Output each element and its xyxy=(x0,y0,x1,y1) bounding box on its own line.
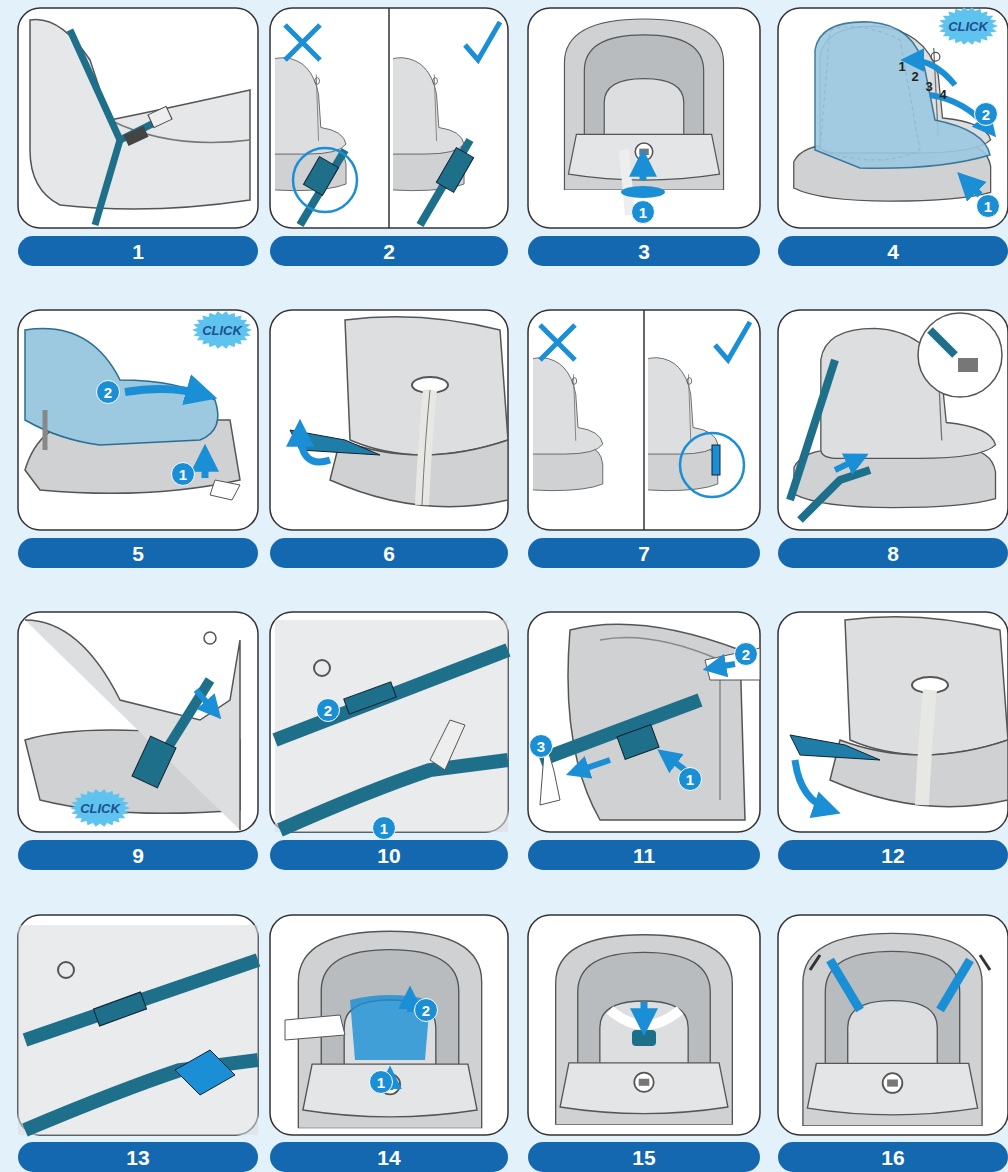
step-number: 13 xyxy=(126,1147,149,1168)
panel-lever-push xyxy=(790,617,1008,810)
panel-belt-closeup xyxy=(275,620,508,832)
step-number: 10 xyxy=(377,845,400,866)
panel-lock-check xyxy=(502,310,751,530)
callout-number: 2 xyxy=(96,380,120,404)
click-text: CLICK xyxy=(202,324,242,337)
step-number: 8 xyxy=(887,543,899,564)
panel-harness-release xyxy=(285,931,482,1128)
panel-lever-pull xyxy=(290,317,508,507)
step-number-band: 3 xyxy=(528,236,760,266)
step-number-band: 9 xyxy=(18,840,258,870)
callout-number: 1 xyxy=(678,767,702,791)
step-number-band: 10 xyxy=(270,840,508,870)
click-callout: CLICK xyxy=(69,788,131,828)
callout-number: 1 xyxy=(369,1070,393,1094)
step-number: 14 xyxy=(377,1147,400,1168)
callout-number: 3 xyxy=(529,734,553,758)
click-text: CLICK xyxy=(80,802,120,815)
step-number: 12 xyxy=(881,845,904,866)
click-callout: CLICK xyxy=(191,310,253,350)
panel-belt-route-check xyxy=(243,8,500,228)
step-number: 15 xyxy=(632,1147,655,1168)
step-number-band: 15 xyxy=(528,1142,760,1172)
step-number: 7 xyxy=(638,543,650,564)
step-number: 5 xyxy=(132,543,144,564)
step-number-band: 16 xyxy=(778,1142,1008,1172)
callout-number: 2 xyxy=(414,998,438,1022)
step-number: 16 xyxy=(881,1147,904,1168)
step-number: 11 xyxy=(633,845,655,866)
panel-belt-lock xyxy=(25,620,240,830)
callout-number: 1 xyxy=(171,462,195,486)
step-number: 6 xyxy=(383,543,395,564)
panel-recline xyxy=(794,22,991,201)
step-number-band: 8 xyxy=(778,538,1008,568)
step-number-band: 12 xyxy=(778,840,1008,870)
panel-tighten-belt xyxy=(540,624,760,820)
callout-number: 1 xyxy=(976,194,1000,218)
step-number-band: 14 xyxy=(270,1142,508,1172)
panel-buckle-belt xyxy=(790,313,1002,520)
step-number: 9 xyxy=(132,845,144,866)
click-callout: CLICK xyxy=(937,6,999,46)
step-number-band: 1 xyxy=(18,236,258,266)
step-number-band: 5 xyxy=(18,538,258,568)
panel-vehicle-seat xyxy=(30,20,250,226)
step-number: 3 xyxy=(638,241,650,262)
step-number: 1 xyxy=(132,241,144,262)
panel-upright xyxy=(25,329,240,500)
step-number-band: 2 xyxy=(270,236,508,266)
panel-belt-check xyxy=(18,925,258,1135)
position-number: 2 xyxy=(908,68,922,84)
click-text: CLICK xyxy=(948,20,988,33)
step-number-band: 13 xyxy=(18,1142,258,1172)
callout-number: 1 xyxy=(631,200,655,224)
callout-number: 2 xyxy=(974,102,998,126)
position-number: 1 xyxy=(895,58,909,74)
step-number-band: 11 xyxy=(528,840,760,870)
position-number: 4 xyxy=(936,86,950,102)
callout-number: 2 xyxy=(316,698,340,722)
panel-harness-buckle xyxy=(556,935,733,1125)
position-number: 3 xyxy=(922,78,936,94)
panel-front-seat xyxy=(564,19,723,215)
step-number-band: 6 xyxy=(270,538,508,568)
panel-harness-open xyxy=(803,933,990,1126)
callout-number: 2 xyxy=(734,642,758,666)
step-number: 2 xyxy=(383,241,395,262)
step-number-band: 4 xyxy=(778,236,1008,266)
callout-number: 1 xyxy=(372,816,396,840)
step-number: 4 xyxy=(887,241,899,262)
step-number-band: 7 xyxy=(528,538,760,568)
